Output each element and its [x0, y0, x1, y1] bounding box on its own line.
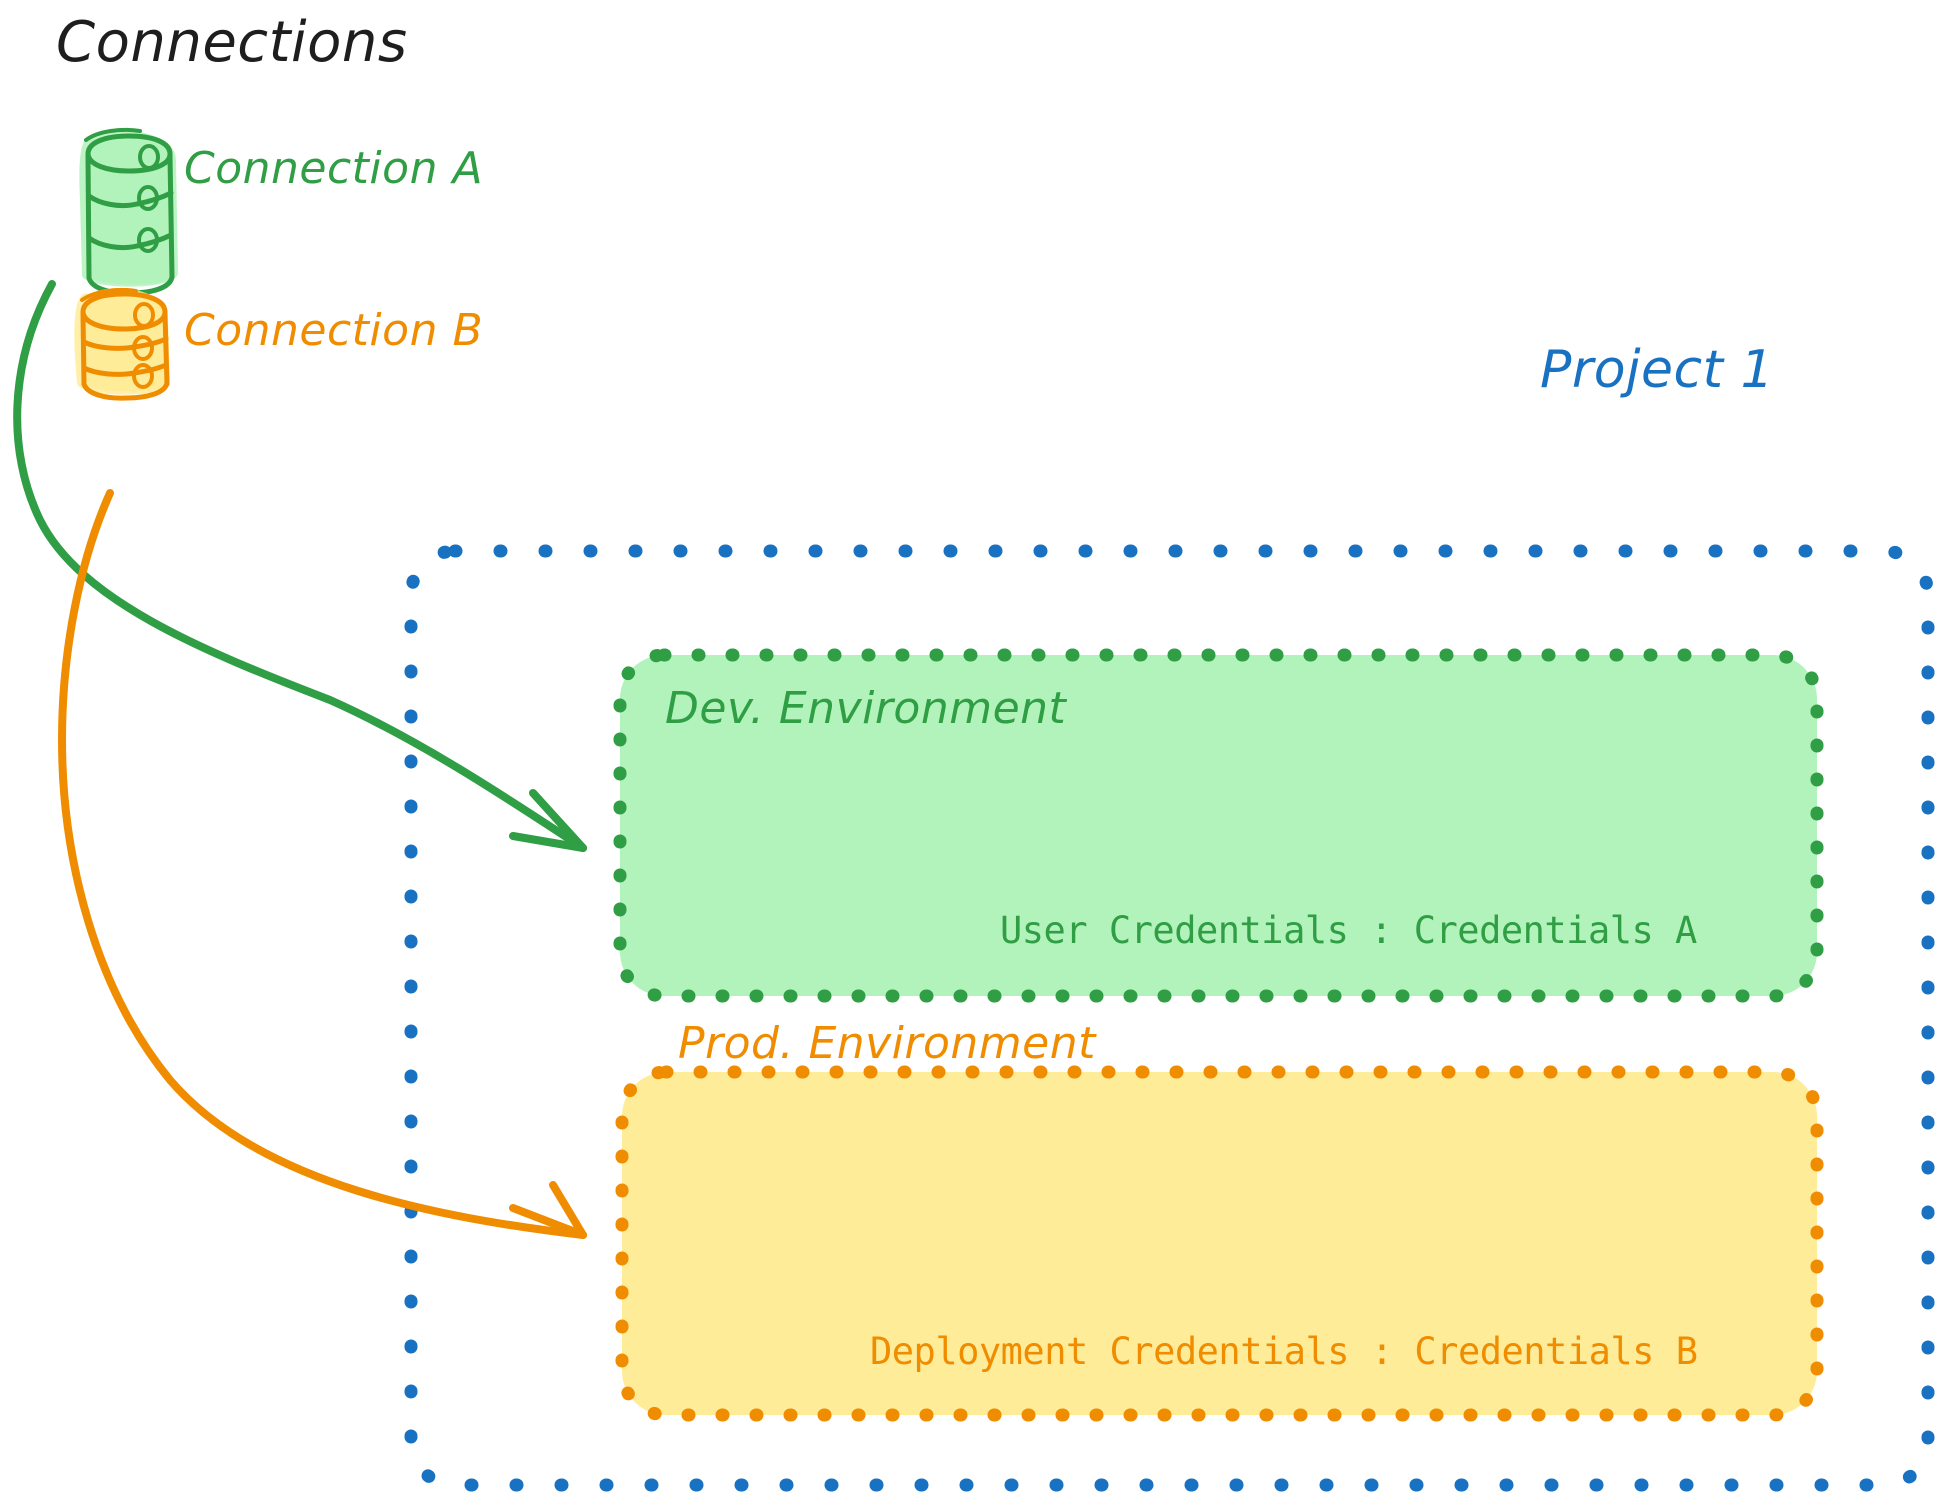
prod-environment-credentials: Deployment Credentials : Credentials B: [870, 1330, 1698, 1373]
cylinder-a-led-1: [138, 144, 160, 170]
cylinder-a-left-wall: [85, 153, 92, 280]
connection-a-label[interactable]: Connection A: [184, 143, 484, 194]
cylinder-b-left-wall: [80, 311, 87, 387]
arrow-green-path: [13, 280, 587, 852]
prod-environment-title: Prod. Environment: [678, 1018, 1096, 1069]
arrow-orange-path: [57, 489, 587, 1239]
arrow-connection-a-to-dev: [13, 280, 587, 852]
connection-b-label[interactable]: Connection B: [184, 305, 484, 356]
cylinder-b-bottom-curve: [81, 380, 170, 401]
cylinder-a-led-3: [137, 227, 159, 253]
dev-environment-fill: [620, 655, 1817, 996]
page-title: Connections: [56, 10, 408, 75]
connection-b-database-icon[interactable]: [74, 287, 171, 401]
cylinder-b-right-wall: [162, 311, 170, 387]
project-container[interactable]: [404, 544, 1935, 1492]
dev-environment-title: Dev. Environment: [665, 683, 1067, 734]
arrow-green-head-upper: [529, 789, 587, 852]
dev-environment-box[interactable]: [613, 648, 1824, 1003]
cylinder-a-divider-2: [86, 232, 174, 251]
cylinder-b-led-2: [132, 335, 154, 361]
project-title: Project 1: [1540, 340, 1775, 400]
arrow-green-head-lower: [509, 832, 587, 852]
arrow-orange-head-upper: [549, 1181, 587, 1239]
cylinder-b-led-1: [133, 302, 155, 328]
cylinder-a-divider-1: [86, 190, 174, 209]
cylinder-a-right-wall: [167, 153, 175, 280]
cylinder-b-top-sketch: [80, 287, 138, 302]
cylinder-b-led-3: [132, 363, 154, 389]
dev-environment-credentials: User Credentials : Credentials A: [1000, 909, 1697, 952]
arrow-orange-head-lower: [509, 1204, 587, 1239]
cylinder-a-top-sketch: [84, 127, 142, 142]
cylinder-a-led-2: [137, 185, 159, 211]
project-dotted-border: [404, 544, 1935, 1492]
prod-environment-box[interactable]: [615, 1065, 1824, 1422]
arrow-connection-b-to-prod: [57, 489, 587, 1239]
connection-a-database-icon[interactable]: [79, 127, 179, 296]
prod-environment-fill: [622, 1072, 1817, 1415]
